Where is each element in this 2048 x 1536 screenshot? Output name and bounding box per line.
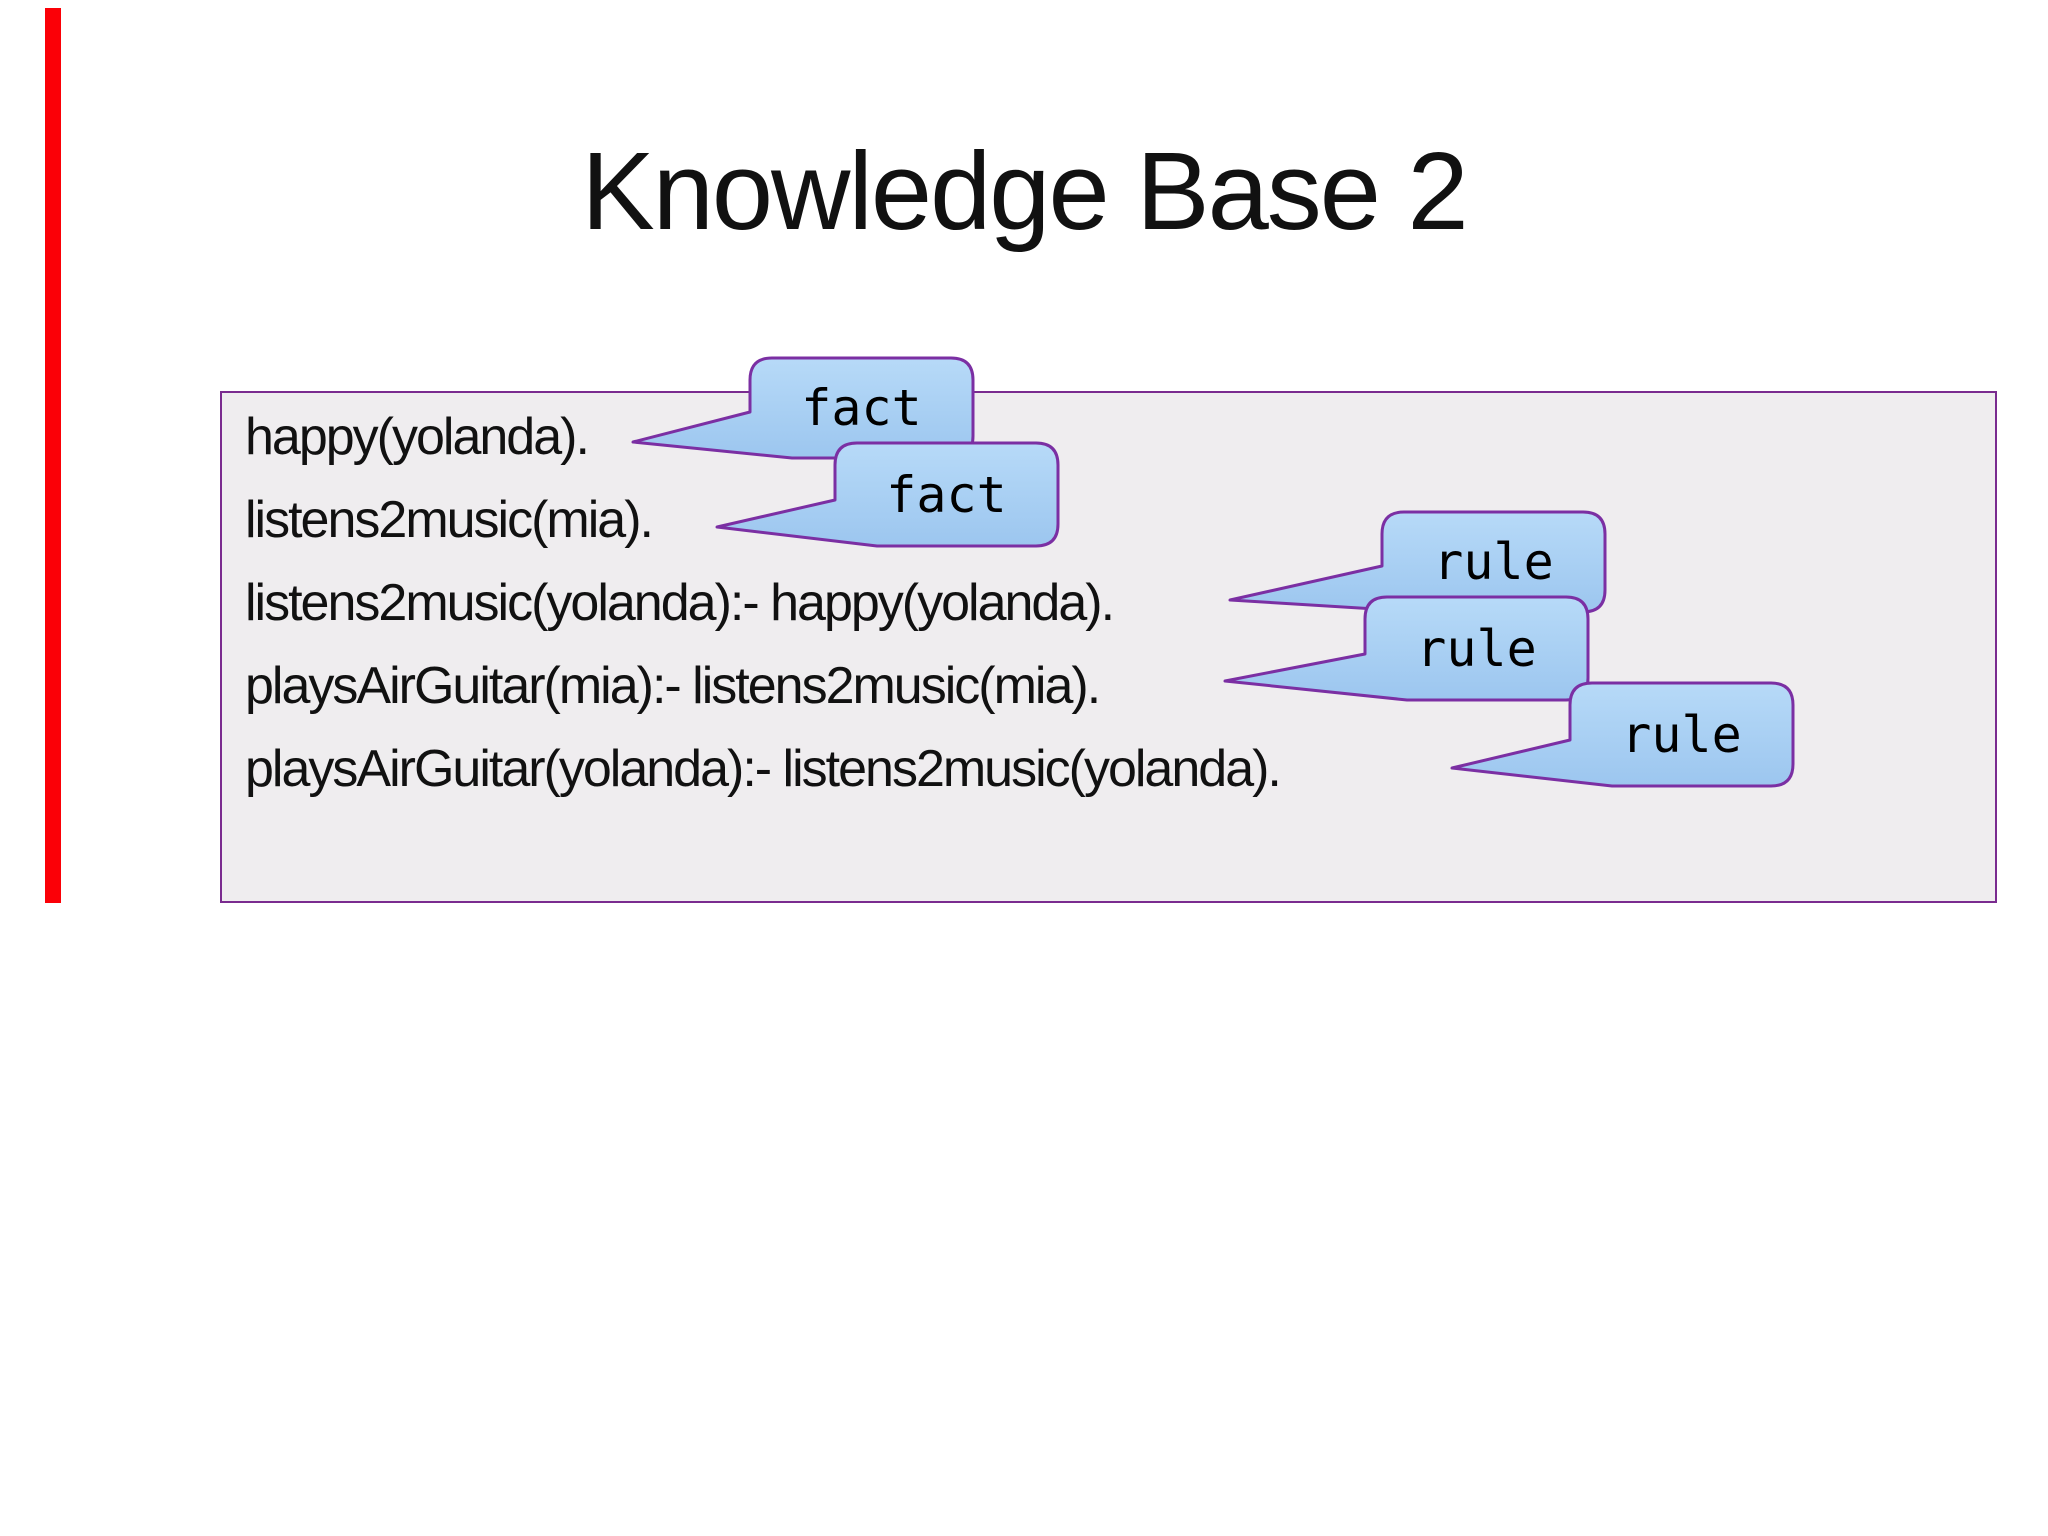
knowledge-base-box bbox=[220, 391, 1997, 903]
clause-fact-2: listens2music(mia). bbox=[245, 491, 654, 549]
rule-callout-label-2: rule bbox=[1416, 619, 1537, 678]
rule-callout-label-3: rule bbox=[1621, 705, 1742, 764]
rule-callout-label-1: rule bbox=[1433, 533, 1554, 591]
clause-rule-2: playsAirGuitar(mia):- listens2music(mia)… bbox=[245, 657, 1101, 715]
clause-rule-3: playsAirGuitar(yolanda):- listens2music(… bbox=[245, 740, 1282, 798]
red-annotation-bar bbox=[45, 8, 61, 903]
fact-callout-label-2: fact bbox=[886, 465, 1007, 524]
page-title: Knowledge Base 2 bbox=[581, 130, 1468, 253]
fact-callout-label-1: fact bbox=[801, 379, 922, 437]
clause-rule-1: listens2music(yolanda):- happy(yolanda). bbox=[245, 574, 1115, 632]
clause-list: happy(yolanda). listens2music(mia). list… bbox=[245, 396, 1745, 811]
clause-fact-1: happy(yolanda). bbox=[245, 408, 590, 466]
